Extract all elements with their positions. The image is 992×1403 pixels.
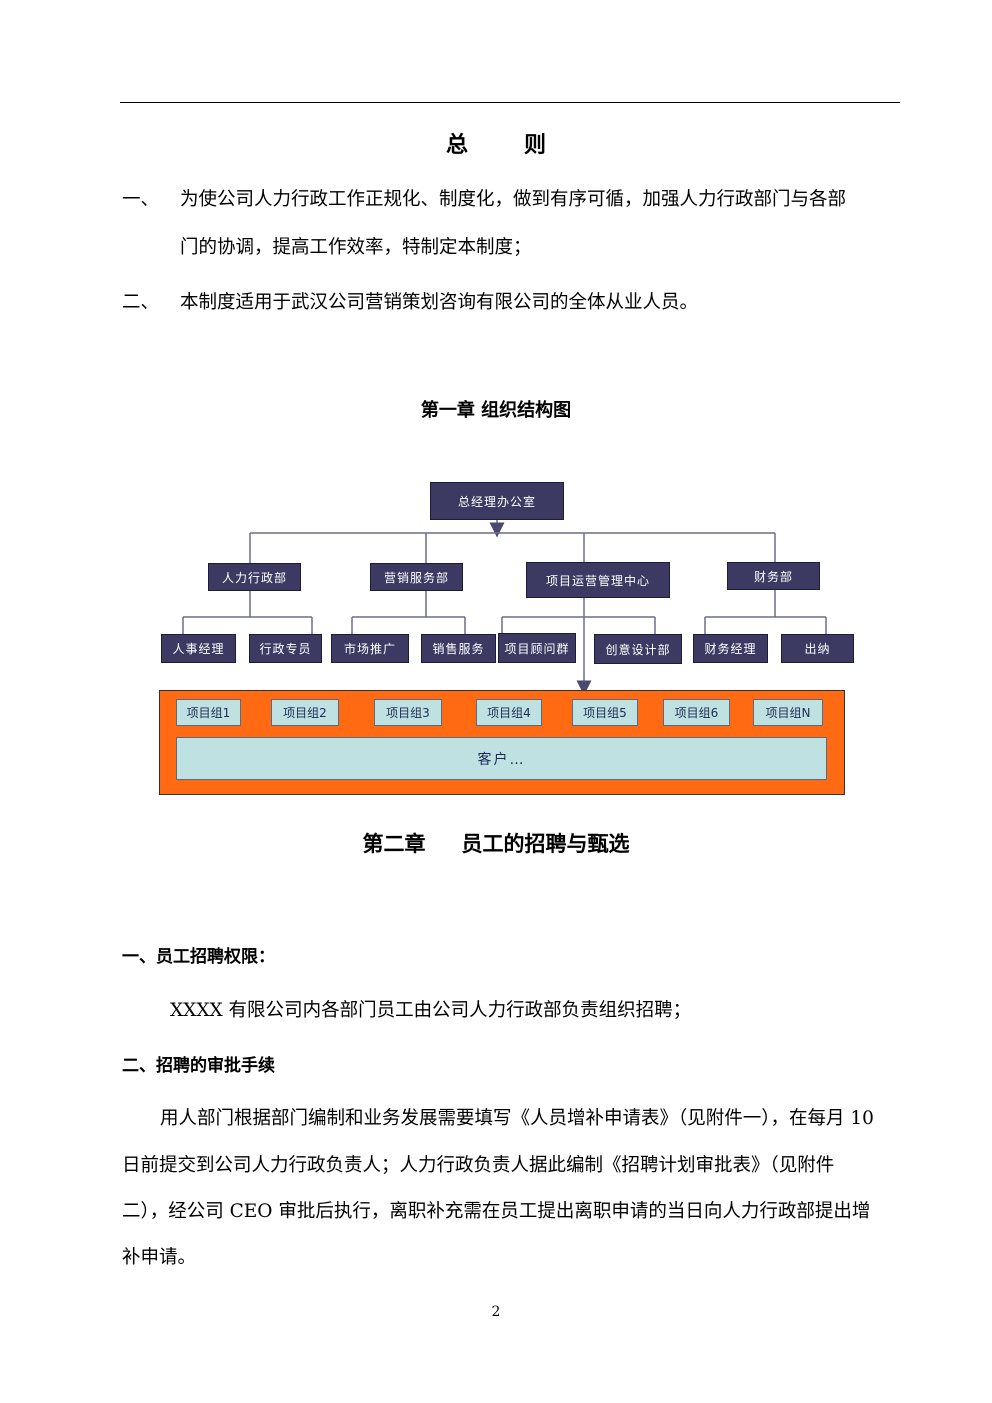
org-dept-hr: 人力行政部 <box>208 563 301 591</box>
org-sub-sales-service: 销售服务 <box>421 634 496 663</box>
project-group-n: 项目组N <box>753 699 823 726</box>
section-2-line-2: 日前提交到公司人力行政负责人；人力行政负责人据此编制《招聘计划审批表》（见附件 <box>122 1155 835 1176</box>
section-2-line-4: 补申请。 <box>122 1247 197 1268</box>
org-sub-finance-manager: 财务经理 <box>693 634 768 663</box>
client-box: 客户… <box>176 737 827 780</box>
org-dept-finance: 财务部 <box>727 562 820 590</box>
org-sub-cashier: 出纳 <box>781 634 854 663</box>
section-1-heading: 一、员工招聘权限： <box>122 947 275 967</box>
project-group-4: 项目组4 <box>476 699 542 726</box>
title-char-2: 则 <box>524 133 547 158</box>
section-1-text: XXXX 有限公司内各部门员工由公司人力行政部负责组织招聘； <box>170 1000 692 1021</box>
section-2-heading: 二、招聘的审批手续 <box>122 1056 275 1076</box>
general-item-1-line2: 门的协调，提高工作效率，特制定本制度； <box>180 237 532 258</box>
general-item-2-num: 二、 <box>122 292 160 313</box>
project-group-3: 项目组3 <box>374 699 442 726</box>
page-number: 2 <box>491 1304 501 1320</box>
org-dept-marketing: 营销服务部 <box>370 563 463 591</box>
chapter1-heading: 第一章 组织结构图 <box>420 400 572 421</box>
org-sub-admin-specialist: 行政专员 <box>249 634 322 663</box>
general-item-1-num: 一、 <box>122 189 160 210</box>
org-sub-market-promotion: 市场推广 <box>331 634 409 663</box>
org-sub-hr-manager: 人事经理 <box>161 634 236 663</box>
section-2-line-1: 用人部门根据部门编制和业务发展需要填写《人员增补申请表》（见附件一），在每月 1… <box>160 1108 874 1129</box>
general-item-2-line1: 本制度适用于武汉公司营销策划咨询有限公司的全体从业人员。 <box>180 292 699 313</box>
project-group-5: 项目组5 <box>572 699 638 726</box>
chapter2-number: 第二章 <box>362 832 426 856</box>
org-sub-creative-design: 创意设计部 <box>594 634 682 664</box>
section-2-line-3: 二），经公司 CEO 审批后执行，离职补充需在员工提出离职申请的当日向人力行政部… <box>122 1201 871 1222</box>
general-item-1-line1: 为使公司人力行政工作正规化、制度化，做到有序可循，加强人力行政部门与各部 <box>180 189 847 210</box>
chapter2-heading: 第二章 员工的招聘与甄选 <box>0 828 992 858</box>
org-dept-project-center: 项目运营管理中心 <box>526 562 670 598</box>
title-char-1: 总 <box>445 133 468 158</box>
page-title: 总则 <box>0 127 992 159</box>
chapter2-title: 员工的招聘与甄选 <box>461 832 630 856</box>
project-group-6: 项目组6 <box>663 699 730 726</box>
org-node-top: 总经理办公室 <box>430 482 564 520</box>
header-rule <box>120 102 900 103</box>
project-group-1: 项目组1 <box>176 699 241 726</box>
org-sub-project-consultants: 项目顾问群 <box>498 633 576 663</box>
project-group-2: 项目组2 <box>271 699 339 726</box>
